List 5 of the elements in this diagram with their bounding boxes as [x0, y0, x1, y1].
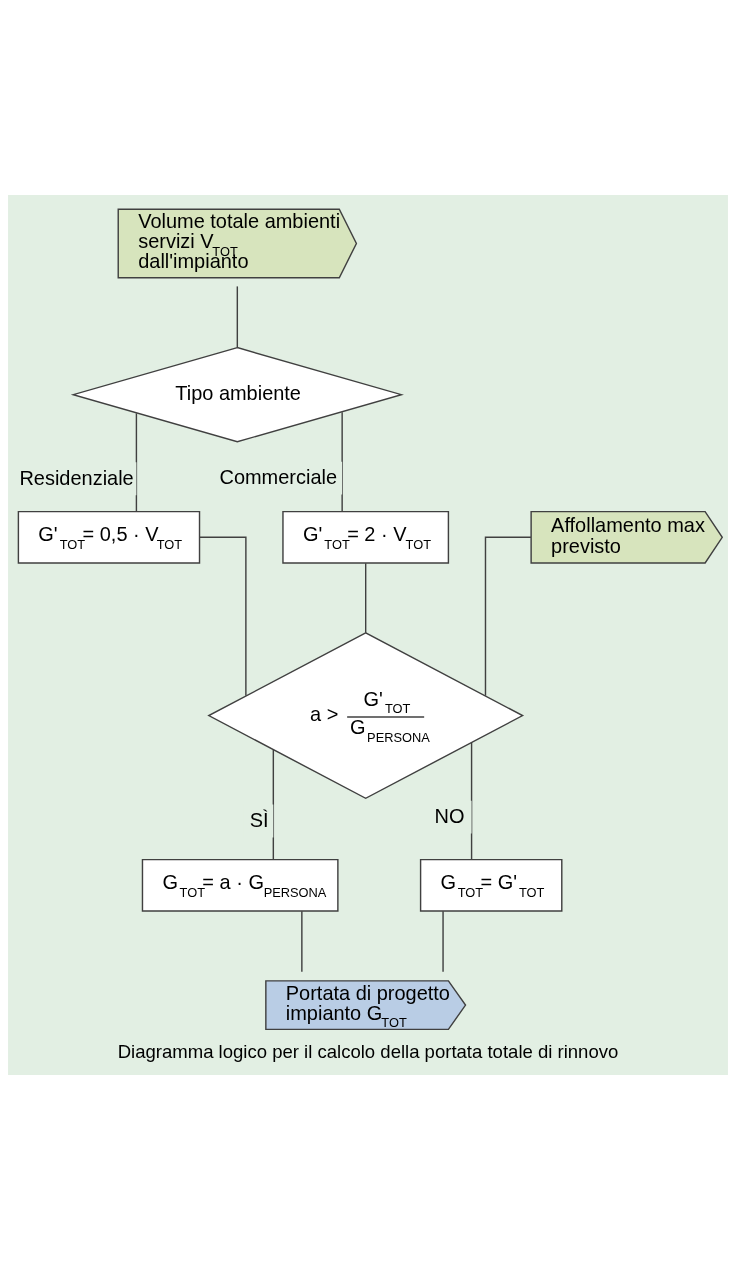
edge-label: SÌ [249, 808, 269, 831]
edge-label: Residenziale [19, 466, 134, 489]
edge-label: Commerciale [219, 465, 338, 488]
edge-label: NO [434, 804, 465, 827]
caption: Diagramma logico per il calcolo della portata totale di rinnovo [117, 1040, 619, 1062]
